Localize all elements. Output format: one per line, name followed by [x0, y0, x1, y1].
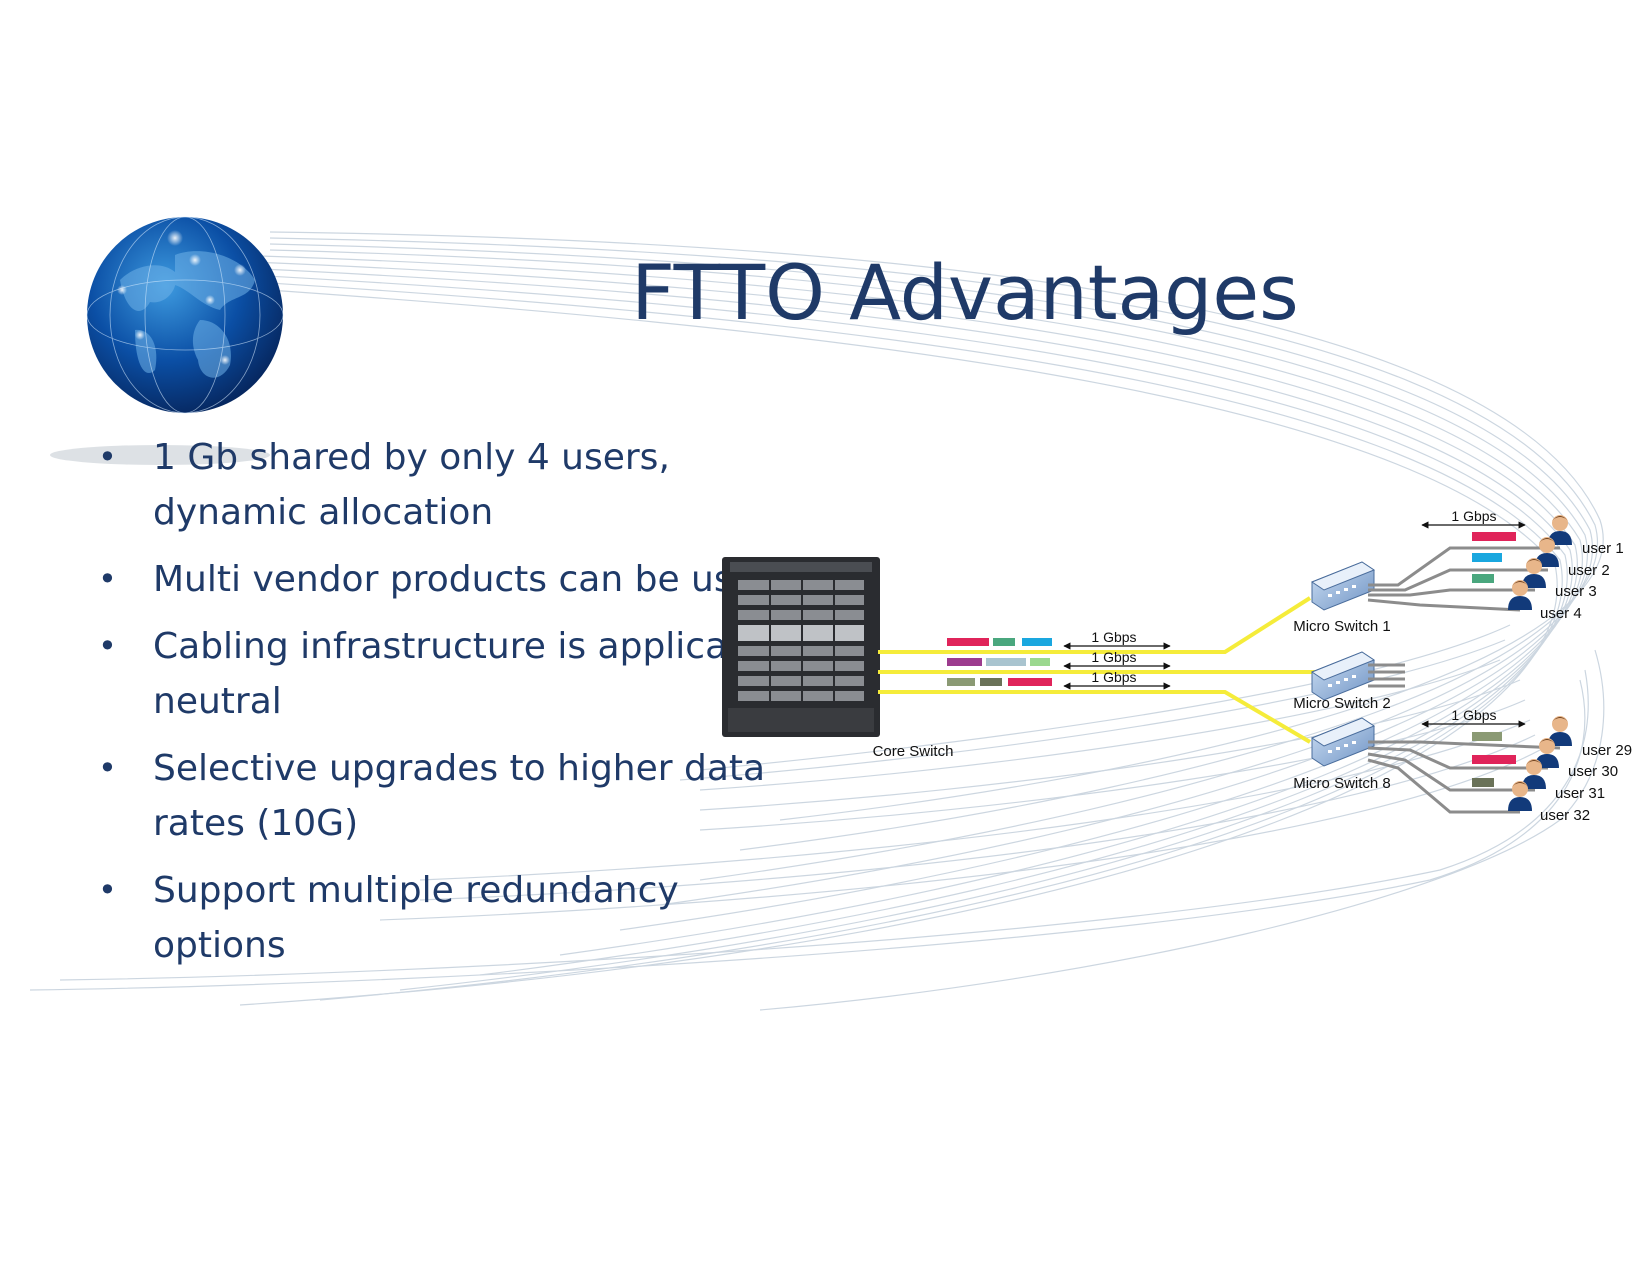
link-speed-label: 1 Gbps	[1091, 629, 1136, 645]
user-icon	[1508, 580, 1532, 610]
micro-switch-icon	[1310, 651, 1376, 701]
user-label: user 30	[1568, 763, 1618, 780]
list-item: •Cabling infrastructure is application-n…	[90, 619, 810, 729]
user-icon	[1522, 558, 1546, 588]
fiber-links	[878, 596, 1318, 744]
user-label: user 31	[1555, 785, 1605, 802]
packets-core	[947, 638, 1052, 686]
bullet-icon: •	[98, 749, 117, 787]
user-icon	[1522, 759, 1546, 789]
bullet-icon: •	[98, 560, 117, 598]
list-item: •Multi vendor products can be used	[90, 552, 810, 607]
link-speed-label: 1 Gbps	[1091, 669, 1136, 685]
micro-switch-label: Micro Switch 1	[1293, 618, 1391, 635]
globe-icon	[86, 216, 284, 414]
user-icon	[1508, 781, 1532, 811]
advantages-list: •1 Gb shared by only 4 users, dynamic al…	[90, 430, 810, 985]
link-speed-label: 1 Gbps	[1091, 649, 1136, 665]
micro-switch-label: Micro Switch 8	[1293, 775, 1391, 792]
page-title: FTTO Advantages	[631, 248, 1299, 337]
user-label: user 2	[1568, 562, 1610, 579]
link-speed-label: 1 Gbps	[1451, 508, 1496, 524]
micro-switch-icon	[1310, 561, 1376, 611]
core-switch-label: Core Switch	[873, 743, 954, 760]
copper-links	[1367, 546, 1560, 612]
micro-switch-icon	[1310, 717, 1376, 767]
link-speed-label: 1 Gbps	[1451, 707, 1496, 723]
user-label: user 3	[1555, 583, 1597, 600]
list-item: •Support multiple redundancy options	[90, 863, 810, 973]
bullet-icon: •	[98, 871, 117, 909]
list-item: •Selective upgrades to higher data rates…	[90, 741, 810, 851]
user-label: user 4	[1540, 605, 1582, 622]
bullet-icon: •	[98, 438, 117, 476]
bullet-icon: •	[98, 627, 117, 665]
user-label: user 29	[1582, 742, 1632, 759]
list-item: •1 Gb shared by only 4 users, dynamic al…	[90, 430, 810, 540]
micro-switch-label: Micro Switch 2	[1293, 695, 1391, 712]
core-switch-icon	[722, 557, 880, 737]
user-label: user 1	[1582, 540, 1624, 557]
user-label: user 32	[1540, 807, 1590, 824]
